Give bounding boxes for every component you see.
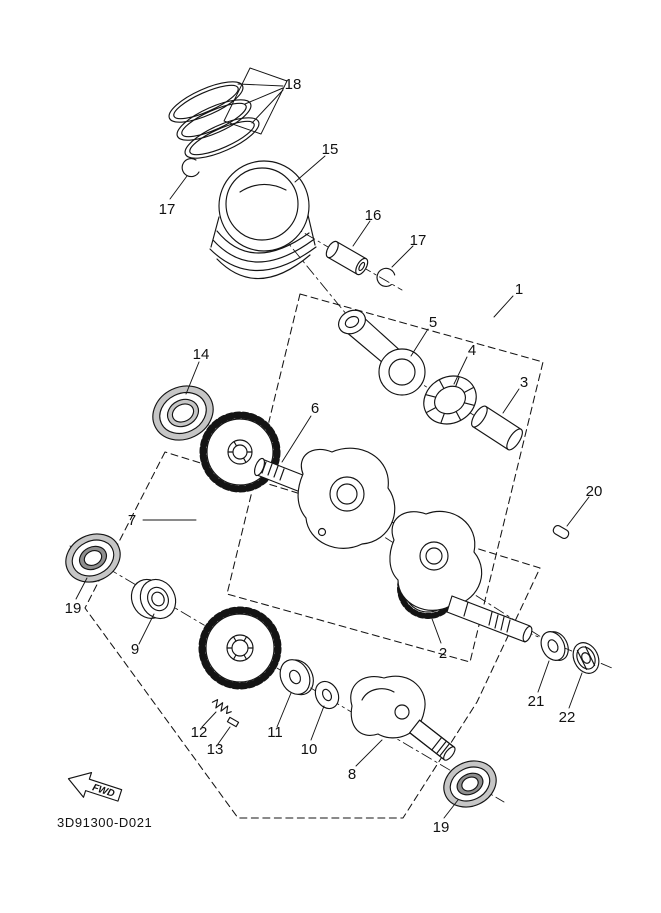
part-piston-pin bbox=[325, 240, 369, 276]
part-spring bbox=[211, 699, 232, 715]
part-bearing-19-bottom bbox=[443, 760, 497, 808]
diagram-code: 3D91300-D021 bbox=[57, 815, 152, 830]
fwd-arrow-label: FWD bbox=[91, 782, 116, 800]
part-pin-13 bbox=[226, 716, 240, 728]
callout-11: 11 bbox=[267, 724, 283, 741]
callout-17-a: 17 bbox=[159, 201, 176, 218]
callout-10: 10 bbox=[301, 741, 318, 758]
assembly-group-outlines bbox=[84, 293, 544, 819]
callout-18: 18 bbox=[285, 76, 302, 93]
callout-8: 8 bbox=[348, 766, 356, 783]
callout-6: 6 bbox=[311, 400, 319, 417]
callout-22: 22 bbox=[559, 709, 576, 726]
callout-19-a: 19 bbox=[65, 600, 82, 617]
callout-labels: 1 2 3 4 5 6 7 8 9 10 11 12 13 14 15 16 1… bbox=[65, 76, 603, 836]
part-hub-9 bbox=[130, 578, 177, 620]
callout-17-b: 17 bbox=[410, 232, 427, 249]
callout-14: 14 bbox=[193, 346, 210, 363]
part-connecting-rod bbox=[338, 309, 426, 396]
callout-1: 1 bbox=[515, 281, 523, 298]
callout-2: 2 bbox=[439, 645, 447, 662]
part-washer-10 bbox=[314, 680, 340, 710]
callout-3: 3 bbox=[520, 374, 528, 391]
part-piston bbox=[209, 160, 317, 280]
callout-7: 7 bbox=[128, 512, 136, 529]
part-key bbox=[552, 524, 570, 540]
part-bearing-14 bbox=[152, 385, 214, 441]
callout-19-b: 19 bbox=[433, 819, 450, 836]
group-1-outline bbox=[226, 293, 544, 663]
callout-20: 20 bbox=[586, 483, 603, 500]
part-crank-right-half bbox=[389, 510, 533, 643]
callout-9: 9 bbox=[131, 641, 139, 658]
leader-lines bbox=[75, 67, 590, 819]
part-crank-pin bbox=[471, 405, 523, 451]
callout-16: 16 bbox=[365, 207, 382, 224]
callout-15: 15 bbox=[322, 141, 339, 158]
callout-21: 21 bbox=[528, 693, 545, 710]
part-washer-11 bbox=[279, 659, 314, 696]
part-circlip-right bbox=[376, 267, 396, 287]
part-balancer-gear bbox=[198, 606, 282, 690]
callout-12: 12 bbox=[191, 724, 208, 741]
fwd-arrow: FWD bbox=[67, 771, 123, 802]
callout-4: 4 bbox=[468, 342, 476, 359]
part-crank-left-web bbox=[297, 447, 396, 549]
part-washer-21 bbox=[540, 631, 569, 661]
part-circlip-left bbox=[181, 158, 200, 178]
part-gear-6 bbox=[199, 411, 281, 493]
part-balancer-weight bbox=[350, 675, 456, 761]
part-needle-bearing bbox=[423, 375, 477, 425]
part-bearing-19-left bbox=[65, 533, 121, 583]
callout-13: 13 bbox=[207, 741, 224, 758]
group-7-outline bbox=[84, 451, 541, 819]
callout-5: 5 bbox=[429, 314, 437, 331]
part-piston-rings bbox=[168, 81, 260, 159]
part-nut bbox=[572, 642, 600, 674]
